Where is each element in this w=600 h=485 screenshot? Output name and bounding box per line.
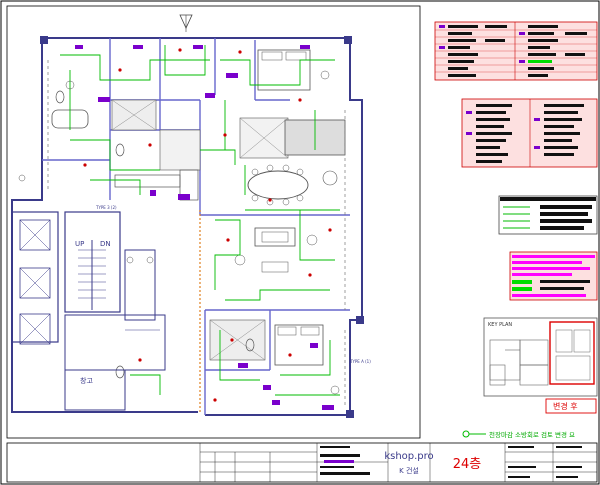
device-symbols xyxy=(75,45,334,410)
legend-table-3 xyxy=(498,195,598,235)
core-lower-room xyxy=(64,314,166,371)
elevator-core xyxy=(11,211,59,345)
storage-label: 창고 xyxy=(80,377,93,385)
column xyxy=(356,316,364,324)
dining-table xyxy=(247,164,309,206)
toilet xyxy=(55,90,65,104)
toilet xyxy=(115,143,125,157)
toilet xyxy=(245,338,255,352)
key-plan-title: KEY PLAN xyxy=(488,322,512,328)
stair-type-label: TYPE 3 (2) xyxy=(95,205,117,210)
storage-room xyxy=(64,369,126,411)
stairwell xyxy=(64,211,121,313)
column xyxy=(40,36,48,44)
toilet xyxy=(115,365,125,379)
column xyxy=(344,36,352,44)
up-label: UP xyxy=(75,240,84,248)
title-block: kshop.pro K 건설 24층 xyxy=(6,442,598,483)
shower-zone xyxy=(159,129,201,171)
dn-label: DN xyxy=(100,240,111,248)
legend-note-text: 천장마감 소방회로 검토 변경 요 xyxy=(489,430,575,439)
website-text: kshop.pro xyxy=(384,451,433,462)
legend-table-2 xyxy=(461,98,598,168)
revision-stamp: 변경 후 xyxy=(545,398,597,414)
revision-stamp-text: 변경 후 xyxy=(553,401,578,411)
living-sofa xyxy=(234,227,318,273)
exterior-wall xyxy=(42,37,363,416)
floor-plan: UP DN 창고 TYPE 3 (2) TYPE A (1) xyxy=(11,36,371,418)
interior-partitions xyxy=(42,38,350,415)
bed-second xyxy=(274,324,324,366)
floor-text: 24층 xyxy=(453,457,482,472)
key-plan: KEY PLAN xyxy=(483,317,598,397)
legend-table-4 xyxy=(509,251,598,301)
fire-alarm-markers xyxy=(83,48,332,402)
exterior-wall-west xyxy=(11,38,198,413)
north-arrow-icon xyxy=(179,14,193,32)
unit-type-label: TYPE A (1) xyxy=(349,359,371,364)
legend-note: 천장마감 소방회로 검토 변경 요 xyxy=(462,430,575,439)
side-table xyxy=(322,170,338,186)
plant-icons xyxy=(18,70,340,395)
circuit-wiring xyxy=(60,45,340,396)
bed-master xyxy=(257,49,311,91)
lift-lobby xyxy=(124,249,156,321)
company-text: K 건설 xyxy=(399,466,419,475)
column xyxy=(346,410,354,418)
drawing-frame xyxy=(6,5,421,439)
legend-table-1 xyxy=(434,21,598,81)
kitchen-counter xyxy=(114,174,181,188)
key-plan-highlight xyxy=(549,321,595,385)
